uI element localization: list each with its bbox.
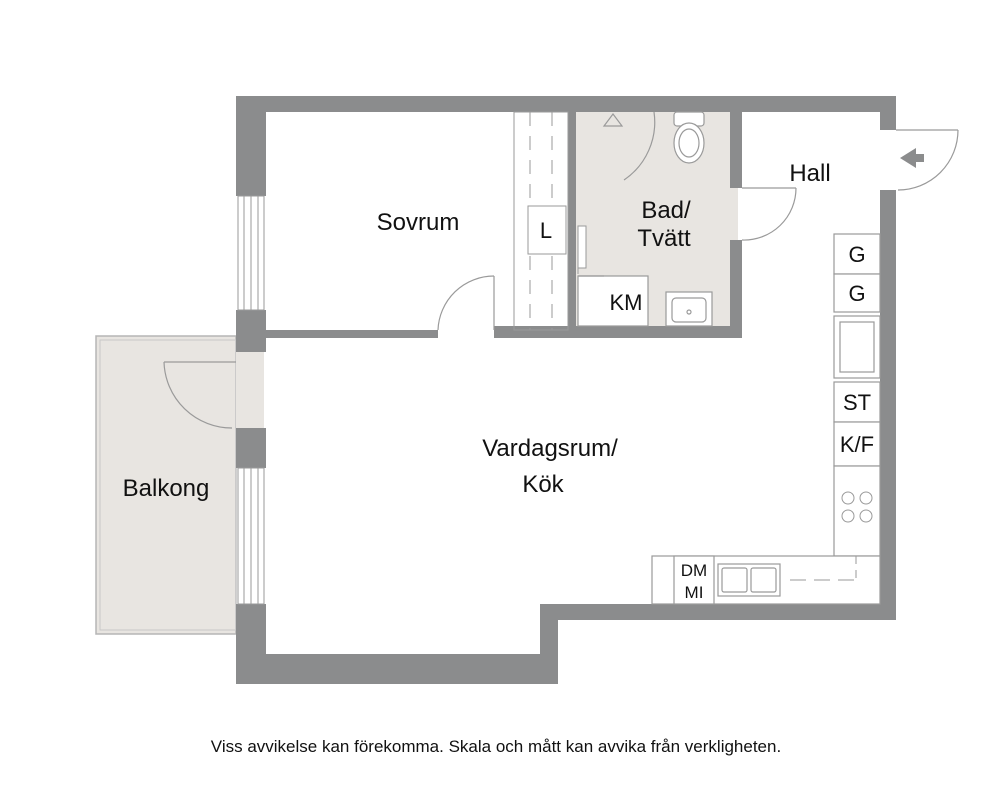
entrance-door[interactable] bbox=[896, 129, 959, 191]
toilet-icon bbox=[673, 111, 705, 164]
dishwasher-label: DM bbox=[681, 561, 707, 580]
closet-label: L bbox=[540, 218, 552, 243]
bedroom-label: Sovrum bbox=[377, 209, 460, 236]
microwave-label: MI bbox=[685, 583, 704, 602]
kitchen-column bbox=[833, 233, 881, 557]
entrance-arrow-icon bbox=[900, 148, 924, 168]
stove-cabinet-label: ST bbox=[843, 390, 871, 415]
washbasin-icon bbox=[665, 291, 713, 327]
bath-shelf bbox=[577, 225, 587, 269]
bathroom-door[interactable] bbox=[741, 187, 797, 241]
cabinet-2-label: G bbox=[848, 281, 865, 306]
living-room-label-line1: Vardagsrum/ bbox=[482, 435, 618, 462]
bathroom-label-line2: Tvätt bbox=[637, 225, 691, 252]
living-room-label-line2: Kök bbox=[522, 471, 564, 498]
balcony-door[interactable] bbox=[163, 361, 236, 429]
bathroom-label-line1: Bad/ bbox=[641, 197, 691, 224]
sink-icon bbox=[717, 563, 781, 597]
hob-icon bbox=[841, 491, 873, 523]
outer-walls bbox=[236, 96, 896, 684]
cabinet-1-label: G bbox=[848, 242, 865, 267]
wardrobe bbox=[513, 111, 569, 331]
fridge-freezer-label: K/F bbox=[840, 432, 874, 457]
bedroom-door[interactable] bbox=[437, 275, 495, 331]
balcony bbox=[95, 335, 264, 635]
windows bbox=[237, 195, 265, 605]
interior-walls bbox=[266, 112, 742, 338]
washer-label: KM bbox=[610, 290, 643, 315]
washer bbox=[577, 275, 649, 327]
shower-icon bbox=[602, 111, 656, 181]
balcony-label: Balkong bbox=[123, 475, 210, 502]
disclaimer: Viss avvikelse kan förekomma. Skala och … bbox=[211, 737, 781, 756]
hall-label: Hall bbox=[789, 160, 830, 187]
